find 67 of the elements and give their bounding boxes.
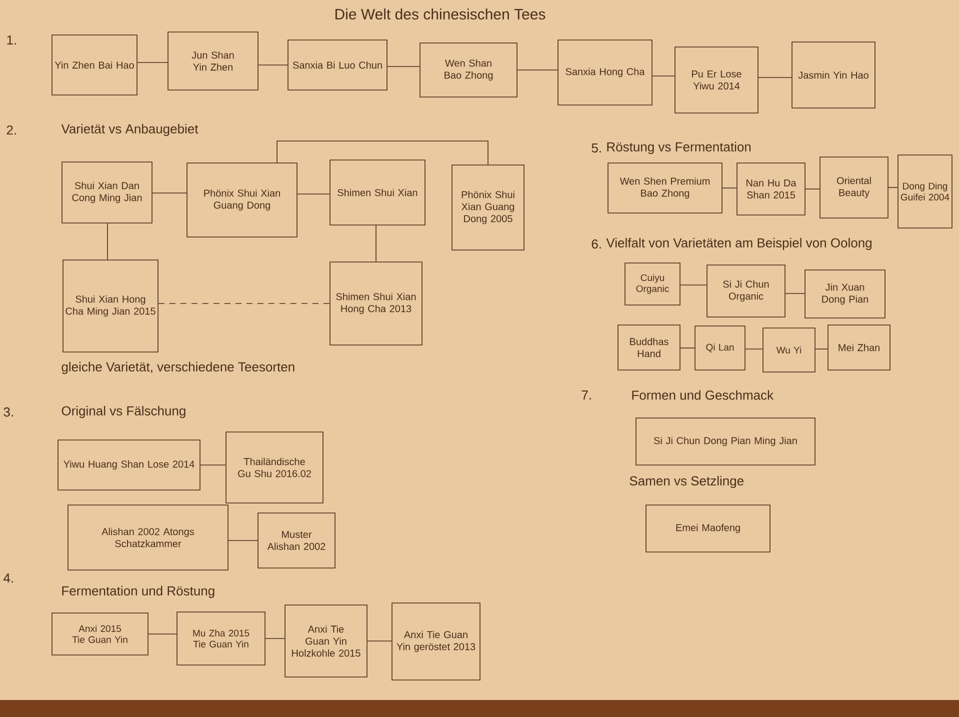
connector-line — [680, 284, 707, 286]
tea-box: Anxi 2015 Tie Guan Yin — [52, 612, 148, 656]
tea-box: Cuiyu Organic — [624, 262, 680, 306]
connector-line — [785, 293, 805, 294]
connector-line — [258, 64, 288, 66]
connector-line — [888, 187, 898, 188]
tea-box: Dong Ding Guifei 2004 — [898, 154, 952, 228]
tea-box: Si Ji Chun Dong Pian Ming Jian — [636, 418, 816, 466]
connector-line — [387, 66, 420, 67]
section-label: 7. — [582, 390, 591, 400]
tea-box: Pu Er Lose Yiwu 2014 — [674, 46, 758, 114]
tea-box: Wu Yi — [762, 328, 816, 372]
section-label: Samen vs Setzlinge — [630, 476, 744, 488]
tea-box: Shimen Shui Xian — [330, 160, 426, 226]
tea-box: Yin Zhen Bai Hao — [52, 34, 138, 96]
connector-line — [137, 62, 168, 63]
title: Die Welt des chinesischen Tees — [335, 8, 546, 20]
section-label: Original vs Fälschung — [62, 406, 186, 418]
tea-box: Emei Maofeng — [646, 504, 770, 552]
tea-box: Mu Zha 2015 Tie Guan Yin — [176, 612, 266, 666]
section-label: 1. — [7, 36, 16, 44]
tea-box: Shui Xian Hong Cha Ming Jian 2015 — [62, 260, 158, 352]
tea-box: Mei Zhan — [828, 324, 890, 370]
tea-box: Jin Xuan Dong Pian — [804, 270, 886, 318]
tea-box: Nan Hu Da Shan 2015 — [736, 162, 806, 216]
section-label: Röstung vs Fermentation — [607, 142, 751, 154]
tea-box: Thailändische Gu Shu 2016.02 — [226, 432, 324, 504]
connector-line — [367, 640, 392, 642]
section-label: Fermentation und Röstung — [62, 586, 214, 598]
tea-box: Phönix Shui Xian Guang Dong 2005 — [452, 164, 524, 250]
section-label: Vielfalt von Varietäten am Beispiel von Oolong — [606, 238, 872, 250]
tea-box: Phönix Shui Xian Guang Dong — [186, 162, 298, 238]
tea-box: Qi Lan — [694, 326, 746, 370]
connector-line — [107, 223, 108, 260]
tea-box: Sanxia Bi Luo Chun — [288, 40, 388, 90]
tea-box: Alishan 2002 Atongs Schatzkammer — [68, 504, 228, 570]
tea-box: Shimen Shui Xian Hong Cha 2013 — [330, 262, 422, 346]
connector-line — [805, 188, 820, 190]
tea-box: Jun Shan Yin Zhen — [168, 32, 258, 90]
tea-box: Anxi Tie Guan Yin Holzkohle 2015 — [284, 604, 368, 678]
tea-box: Si Ji Chun Organic — [706, 264, 786, 318]
section-label: 6. — [592, 239, 601, 249]
connector-line — [200, 464, 226, 466]
tea-box: Muster Alishan 2002 — [258, 512, 336, 568]
tea-box: Anxi Tie Guan Yin geröstet 2013 — [392, 602, 480, 680]
tea-box: Shui Xian Dan Cong Ming Jian — [62, 162, 152, 224]
connector-line — [158, 303, 330, 304]
connector-line — [265, 638, 285, 639]
tea-box: Sanxia Hong Cha — [558, 40, 652, 106]
tea-box: Yiwu Huang Shan Lose 2014 — [58, 440, 200, 490]
connector-line — [276, 140, 488, 165]
section-label: Formen und Geschmack — [632, 390, 774, 400]
connector-line — [152, 192, 188, 194]
section-label: 3. — [4, 407, 13, 417]
tea-box: Wen Shen Premium Bao Zhong — [608, 162, 722, 214]
connector-line — [758, 77, 792, 78]
tea-box: Buddhas Hand — [618, 324, 680, 370]
section-label: Varietät vs Anbaugebiet — [61, 124, 198, 136]
section-label: 5. — [592, 143, 601, 153]
connector-line — [745, 348, 763, 350]
tea-box: Oriental Beauty — [820, 156, 888, 218]
connector-line — [228, 540, 258, 541]
tea-box: Wen Shan Bao Zhong — [420, 42, 518, 98]
section-label: 4. — [4, 574, 13, 582]
section-label: 2. — [6, 125, 16, 135]
connector-line — [815, 348, 828, 350]
tea-box: Jasmin Yin Hao — [792, 42, 876, 108]
